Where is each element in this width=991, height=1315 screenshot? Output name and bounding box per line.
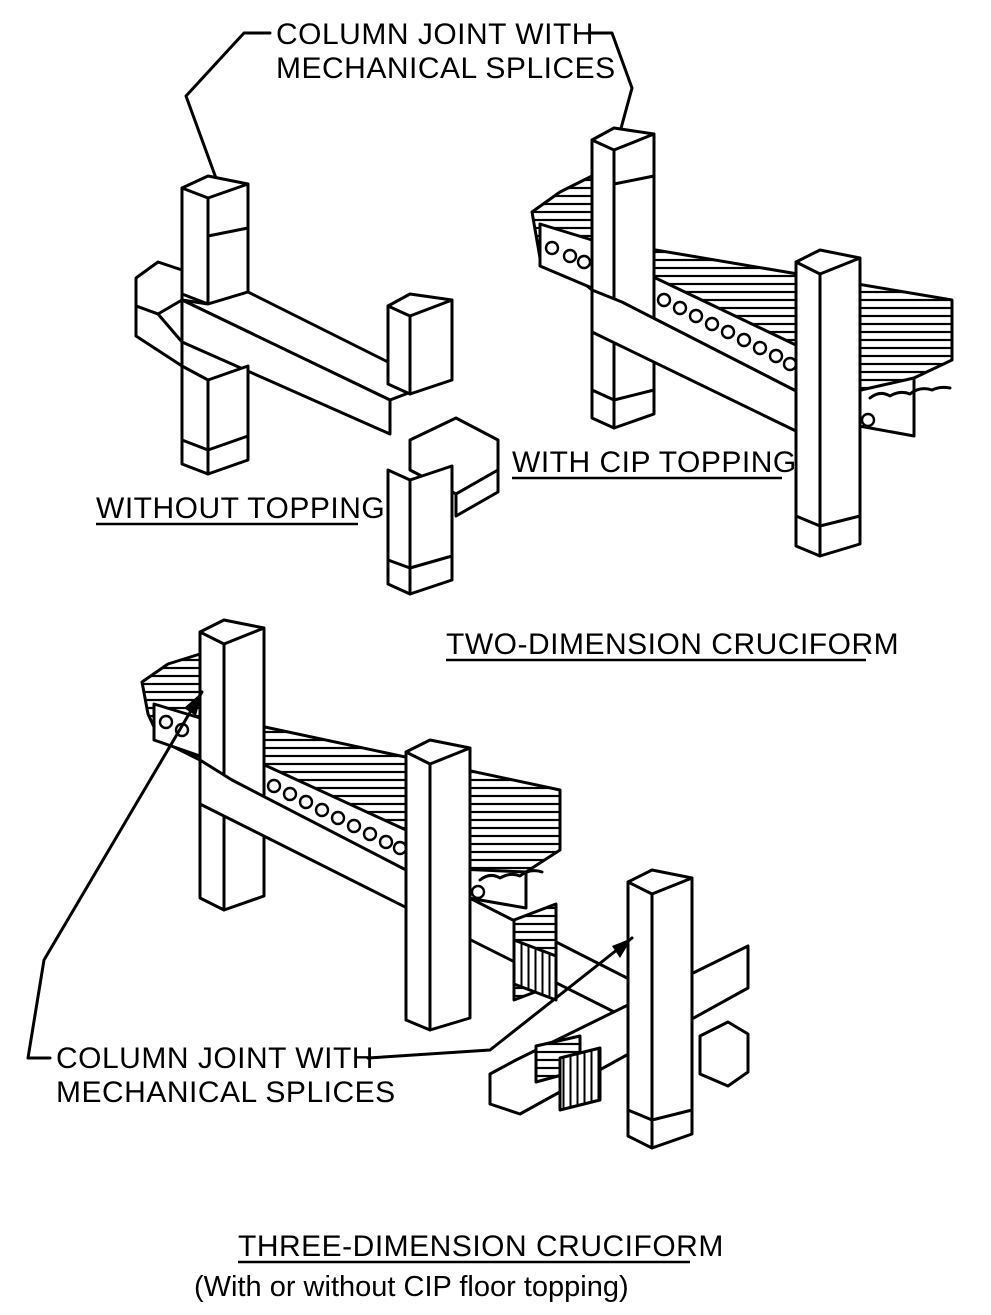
bottom-callout: COLUMN JOINT WITH MECHANICAL SPLICES xyxy=(26,690,634,1109)
three-dimension-label: THREE-DIMENSION CRUCIFORM xyxy=(238,1230,724,1263)
label-with-cip-topping: WITH CIP TOPPING xyxy=(512,446,797,480)
top-callout-leader-left xyxy=(184,31,272,224)
bottom-callout-arrow-left xyxy=(184,692,202,716)
top-callout-line1: COLUMN JOINT WITH xyxy=(276,18,594,51)
top-callout-line2: MECHANICAL SPLICES xyxy=(276,52,616,85)
with-cip-topping-assembly xyxy=(530,126,954,558)
without-topping-label: WITHOUT TOPPING xyxy=(96,492,385,525)
three-dimension-assembly xyxy=(140,618,750,1150)
bottom-callout-line1: COLUMN JOINT WITH xyxy=(56,1042,374,1075)
bottom-callout-leader-left xyxy=(26,690,204,1060)
three-dimension-note: (With or without CIP floor topping) xyxy=(194,1271,629,1303)
without-topping-assembly xyxy=(134,174,500,596)
bottom-callout-line2: MECHANICAL SPLICES xyxy=(56,1076,396,1109)
label-three-dimension: THREE-DIMENSION CRUCIFORM (With or witho… xyxy=(194,1230,724,1303)
label-two-dimension: TWO-DIMENSION CRUCIFORM xyxy=(446,628,899,662)
bottom-callout-leader-right xyxy=(366,936,634,1060)
with-cip-topping-label: WITH CIP TOPPING xyxy=(512,446,797,479)
label-without-topping: WITHOUT TOPPING xyxy=(96,492,385,526)
two-dimension-label: TWO-DIMENSION CRUCIFORM xyxy=(446,628,899,661)
bottom-callout-arrow-right xyxy=(612,938,632,958)
top-callout: COLUMN JOINT WITH MECHANICAL SPLICES xyxy=(184,18,634,224)
